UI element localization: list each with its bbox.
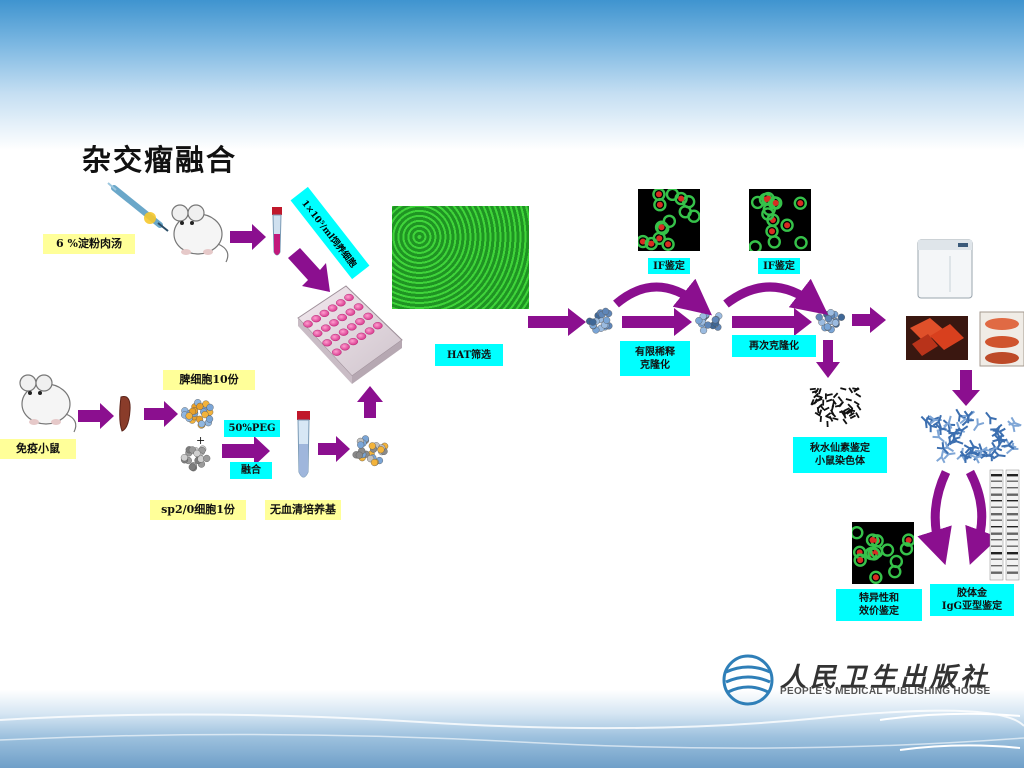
label-starch-broth: 6 %淀粉肉汤 bbox=[43, 234, 135, 254]
tube-icon-bottom bbox=[297, 411, 310, 478]
curved-arrow-left-down bbox=[917, 470, 952, 566]
hat-culture-image bbox=[392, 206, 529, 309]
label-fusion: 融合 bbox=[230, 462, 272, 479]
culture-plate-icon bbox=[297, 285, 403, 384]
spleen-cell-cluster-icon bbox=[181, 399, 214, 429]
clone-cluster-icon-2 bbox=[695, 310, 723, 335]
label-limiting-dilution: 有限稀释 克隆化 bbox=[620, 341, 690, 376]
publisher-name-en: PEOPLE'S MEDICAL PUBLISHING HOUSE bbox=[780, 686, 991, 697]
fused-cell-cluster-icon bbox=[352, 435, 389, 467]
arrow-tube-to-plate bbox=[288, 248, 330, 292]
gel-strips-icon bbox=[989, 469, 1020, 581]
arrow-hat-to-clone bbox=[528, 308, 586, 336]
arrow-mouse-to-tube bbox=[230, 224, 266, 250]
label-specificity: 特异性和 效价鉴定 bbox=[836, 589, 922, 621]
label-if-2: IF鉴定 bbox=[758, 258, 800, 274]
arrow-spleen-to-cells bbox=[144, 401, 178, 427]
label-serum-free-medium: 无血清培养基 bbox=[265, 500, 341, 520]
label-specificity-line2: 效价鉴定 bbox=[859, 606, 899, 617]
arrow-clone3-to-chromosome bbox=[816, 340, 840, 378]
label-immunized-mouse: 免疫小鼠 bbox=[0, 439, 76, 459]
process-arrows bbox=[78, 224, 980, 466]
mouse-icon-left bbox=[19, 374, 77, 433]
label-limiting-dilution-line2: 克隆化 bbox=[640, 359, 670, 371]
arrow-cluster-to-plate bbox=[357, 386, 383, 418]
antibody-cluster-icon bbox=[920, 408, 1022, 464]
label-limiting-dilution-line1: 有限稀释 bbox=[635, 346, 675, 358]
spleen-icon bbox=[119, 396, 131, 432]
if-image-3 bbox=[852, 522, 914, 584]
syringe-icon bbox=[107, 182, 169, 232]
label-hat-selection: HAT筛选 bbox=[435, 344, 503, 366]
arrow-flasks-to-antibodies bbox=[952, 370, 980, 406]
if-image-1 bbox=[638, 189, 700, 251]
tube-icon-top bbox=[272, 207, 282, 256]
label-spleen-cells: 脾细胞10份 bbox=[163, 370, 255, 390]
label-colchicine-line2: 小鼠染色体 bbox=[815, 456, 865, 467]
publisher-name-cn: 人民卫生出版社 bbox=[780, 663, 991, 693]
clone-cluster-icon-1 bbox=[586, 307, 613, 334]
header-gradient bbox=[0, 0, 1024, 150]
label-sp20-cells: sp2/0细胞1份 bbox=[150, 500, 246, 520]
footer-gradient bbox=[0, 690, 1024, 768]
plate-wells bbox=[303, 293, 383, 356]
label-peg: 50%PEG bbox=[224, 420, 280, 437]
label-colchicine-line1: 秋水仙素鉴定 bbox=[810, 443, 870, 454]
arrow-tube-to-cluster bbox=[318, 436, 350, 462]
if-image-2 bbox=[749, 189, 811, 251]
label-specificity-line1: 特异性和 bbox=[859, 593, 899, 604]
label-if-1: IF鉴定 bbox=[648, 258, 690, 274]
chromosome-spread-icon bbox=[809, 387, 862, 428]
clone-cluster-icon-3 bbox=[815, 309, 846, 334]
label-colchicine: 秋水仙素鉴定 小鼠染色体 bbox=[793, 437, 887, 473]
arrow-clone1-to-clone2 bbox=[622, 308, 692, 336]
curved-arrow-if-1 bbox=[613, 278, 712, 316]
publisher-logo-icon bbox=[722, 654, 774, 706]
page-title: 杂交瘤融合 bbox=[82, 143, 238, 177]
incubator-icon bbox=[917, 239, 973, 299]
arrow-mouse-to-spleen bbox=[78, 403, 114, 429]
arrow-clone2-to-clone3 bbox=[732, 308, 812, 336]
sp20-cell-cluster-icon bbox=[180, 445, 211, 472]
plus-sign: + bbox=[196, 434, 206, 447]
arrow-clone3-to-incubator bbox=[852, 307, 886, 333]
label-colloidal-gold-line1: 胶体金 bbox=[957, 588, 987, 599]
petri-dishes-icon bbox=[979, 311, 1024, 367]
curved-arrows bbox=[613, 278, 1000, 566]
label-recloning: 再次克隆化 bbox=[732, 335, 816, 357]
label-colloidal-gold: 胶体金 IgG亚型鉴定 bbox=[930, 584, 1014, 616]
label-colloidal-gold-line2: IgG亚型鉴定 bbox=[941, 601, 1003, 612]
culture-flasks-icon bbox=[906, 316, 968, 360]
mouse-icon-top bbox=[171, 204, 229, 263]
curved-arrow-right-down bbox=[965, 469, 1000, 565]
footer-wave bbox=[0, 709, 1024, 751]
arrow-peg-fusion bbox=[222, 436, 270, 466]
curved-arrow-if-2 bbox=[723, 278, 829, 315]
